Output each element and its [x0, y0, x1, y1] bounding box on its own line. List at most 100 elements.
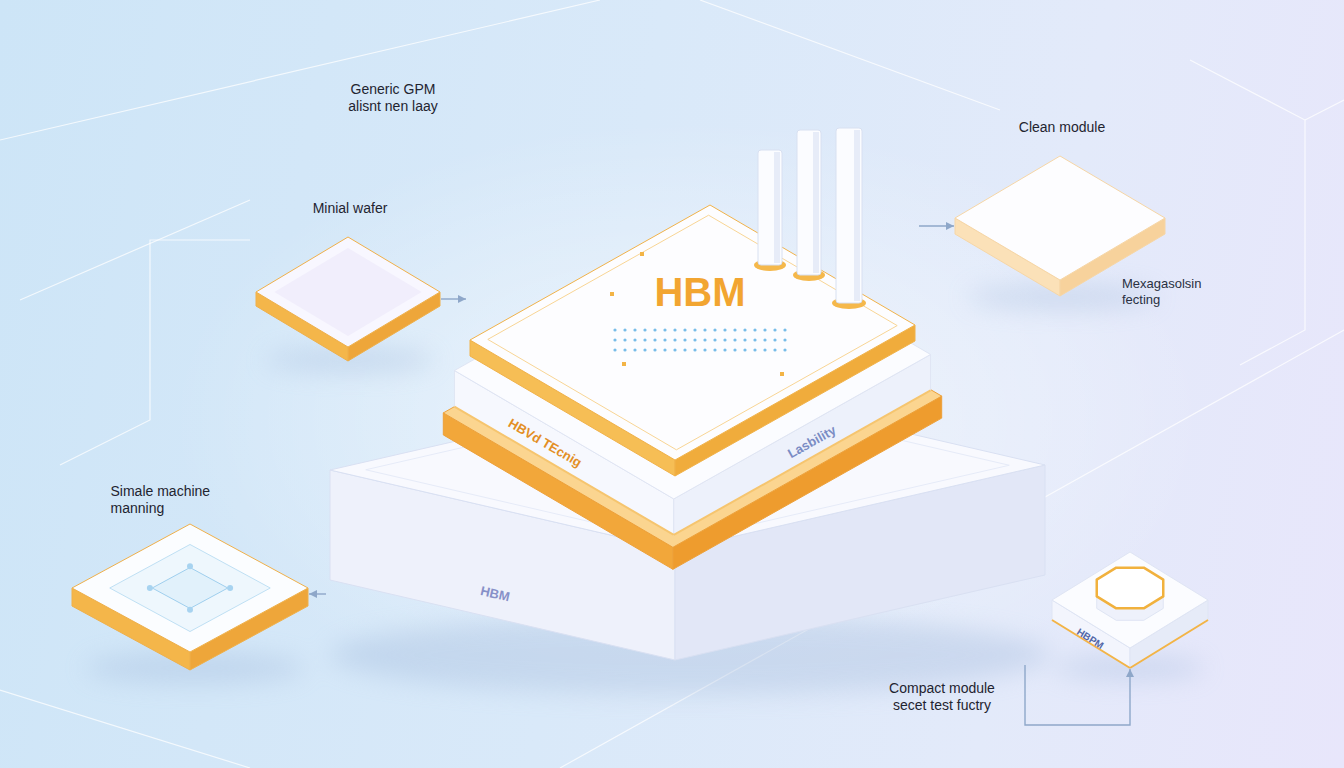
module-heading: Minial wafer: [313, 200, 388, 217]
contact-dot: [643, 348, 646, 351]
pillar: [836, 128, 862, 303]
contact-dot: [613, 328, 616, 331]
guide-line: [700, 0, 1000, 110]
contact-dot: [613, 338, 616, 341]
callout-text: Generic GPM alisnt nen laay: [343, 81, 443, 115]
contact-dot: [683, 348, 686, 351]
contact-dot: [643, 328, 646, 331]
contact-dot: [663, 328, 666, 331]
contact-dot: [743, 338, 746, 341]
shape-art: [256, 237, 440, 361]
contact-dot: [773, 348, 776, 351]
pillar: [758, 150, 782, 265]
contact-dot: [733, 348, 736, 351]
contact-dot: [633, 328, 636, 331]
contact-dot: [693, 348, 696, 351]
contact-dot: [743, 348, 746, 351]
top-face: [256, 237, 440, 347]
surface-tint: [274, 248, 421, 336]
guide-line: [20, 200, 250, 300]
pillar-shade: [774, 152, 780, 263]
contact-dot: [713, 328, 716, 331]
connector-arrow: [1025, 665, 1130, 725]
contact-dot: [783, 338, 786, 341]
pin-dot: [227, 585, 233, 591]
contact-dot: [643, 338, 646, 341]
module-heading: Simale machine manning: [111, 483, 226, 517]
top-face: [955, 156, 1165, 280]
connector-arrow: [309, 593, 326, 594]
contact-dot: [753, 338, 756, 341]
pad-mark: [622, 362, 626, 366]
contact-dot: [633, 348, 636, 351]
guide-line: [60, 240, 250, 465]
contact-dot: [723, 348, 726, 351]
shape-outline: [954, 155, 1166, 297]
guide-line: [1190, 60, 1305, 365]
contact-dot: [663, 338, 666, 341]
pin-dot: [187, 607, 193, 613]
shape-art: [470, 128, 915, 476]
connector-arrow: [441, 298, 466, 299]
contact-dot: [703, 338, 706, 341]
contact-dot: [733, 338, 736, 341]
contact-dot: [703, 328, 706, 331]
prism-top: [1097, 568, 1164, 609]
contact-dot: [733, 328, 736, 331]
shape-outline: [71, 523, 309, 671]
contact-dot: [763, 338, 766, 341]
contact-dot: [723, 338, 726, 341]
contact-dot: [653, 338, 656, 341]
pin-dot: [147, 585, 153, 591]
module-tile: Simale machine manning: [71, 523, 309, 671]
shape-outline: [1051, 551, 1209, 669]
contact-dot: [673, 328, 676, 331]
contact-dot: [723, 328, 726, 331]
top-plate: HBM: [466, 124, 919, 478]
contact-dot: [623, 328, 626, 331]
contact-dot: [693, 328, 696, 331]
contact-dot: [683, 338, 686, 341]
contact-dot: [623, 348, 626, 351]
contact-dot: [703, 348, 706, 351]
contact-dot: [753, 328, 756, 331]
guide-line: [0, 0, 600, 140]
shape-art: [72, 524, 308, 670]
contact-dot: [783, 328, 786, 331]
module-rim: [1130, 620, 1208, 668]
contact-dot: [623, 338, 626, 341]
contact-dot: [763, 328, 766, 331]
contact-dot: [663, 348, 666, 351]
contact-dot: [683, 328, 686, 331]
module-tile: HBPMCompact module secet test fuctry: [1051, 551, 1209, 669]
contact-dot: [653, 328, 656, 331]
contact-dot: [673, 348, 676, 351]
pad-mark: [610, 292, 614, 296]
connectors: [309, 226, 1130, 725]
module-tile: Clean module: [954, 155, 1166, 297]
guide-line: [0, 690, 250, 768]
contact-dot: [633, 338, 636, 341]
shape-art: [1052, 552, 1208, 668]
module-heading: Clean module: [1019, 119, 1105, 136]
guide-line: [1305, 100, 1344, 120]
module-tile: Minial wafer: [255, 236, 441, 362]
contact-dot: [773, 338, 776, 341]
contact-dot: [713, 338, 716, 341]
contact-dot: [773, 328, 776, 331]
background-glow: [170, 120, 1210, 720]
callout-text: Mexagasolsin fecting: [1122, 276, 1222, 307]
pillar: [797, 130, 821, 275]
pin-dot: [187, 563, 193, 569]
contact-dot: [713, 348, 716, 351]
contact-dot: [743, 328, 746, 331]
contact-dot: [763, 348, 766, 351]
module-rim: [1052, 620, 1130, 668]
inner-chip: [152, 568, 228, 609]
pad-mark: [640, 252, 644, 256]
contact-dot: [693, 338, 696, 341]
